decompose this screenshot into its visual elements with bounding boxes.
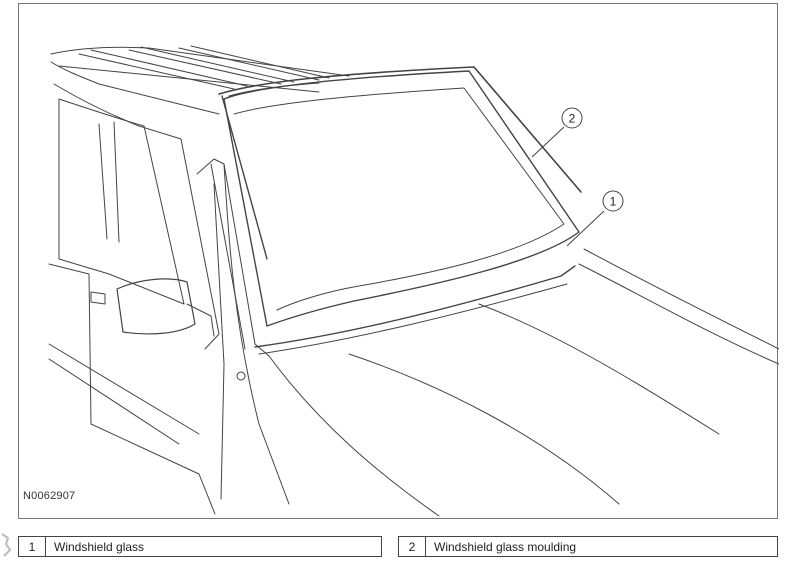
scan-edge-mark <box>1 533 12 557</box>
mirror-arm <box>186 303 215 337</box>
callout-1: 1 <box>566 190 624 247</box>
hood-line-1 <box>578 263 779 365</box>
hood-crease-2 <box>478 303 720 435</box>
cowl-strip <box>254 265 576 348</box>
side-mirror <box>116 278 196 335</box>
windshield-moulding <box>218 66 582 193</box>
legend-item-2: 2 Windshield glass moulding <box>398 536 778 557</box>
callout-2: 2 <box>531 107 583 158</box>
door-window <box>58 98 185 305</box>
cowl-strip-lower <box>258 283 568 355</box>
door-frame <box>53 83 220 350</box>
roof-rail-4 <box>178 45 330 81</box>
windshield-glass-outline <box>223 70 580 327</box>
legend-number: 2 <box>399 537 426 556</box>
roof-rail-2 <box>78 49 248 90</box>
fender-line <box>223 163 290 505</box>
door-edge <box>213 183 225 500</box>
a-pillar-2 <box>210 163 246 350</box>
hood-line-2 <box>583 248 779 350</box>
roof-rail-3 <box>128 46 295 85</box>
legend-item-1: 1 Windshield glass <box>18 536 382 557</box>
windshield-moulding-inner <box>228 82 320 97</box>
callout-1-number: 1 <box>610 195 617 209</box>
fender-marker <box>236 371 246 381</box>
moulding-left <box>221 95 268 260</box>
diagram-figure: 2 1 N0062907 <box>18 3 779 519</box>
windshield-illustration: 2 1 <box>48 45 779 517</box>
callout-2-number: 2 <box>569 112 576 126</box>
a-pillar <box>196 158 270 357</box>
windshield-glass-inner <box>233 87 565 311</box>
door-lower <box>48 263 216 515</box>
roof-crossbar <box>50 61 220 115</box>
legend-label: Windshield glass <box>54 539 145 554</box>
figure-id: N0062907 <box>23 490 76 502</box>
hood-edge <box>268 355 440 517</box>
legend-number: 1 <box>19 537 46 556</box>
hood-crease <box>348 353 620 505</box>
door-handle <box>90 291 106 305</box>
legend-label: Windshield glass moulding <box>434 539 577 554</box>
door-cladding <box>48 343 200 445</box>
door-pillar <box>98 121 120 243</box>
